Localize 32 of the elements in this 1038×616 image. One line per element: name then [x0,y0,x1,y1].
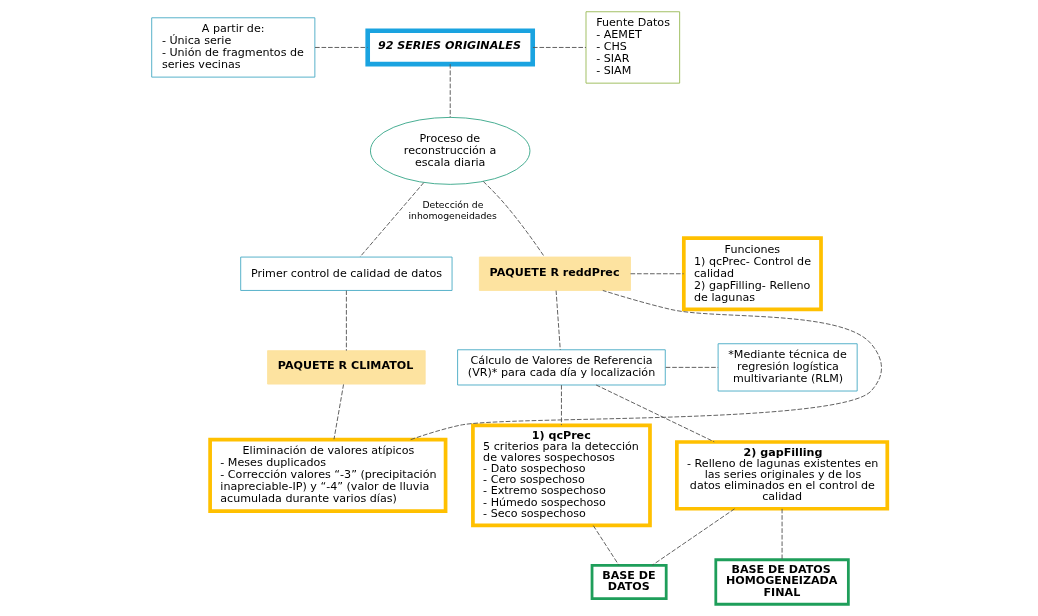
connector [449,63,451,118]
node-box: PAQUETE R CLIMATOL [266,350,426,385]
connector [359,182,424,258]
node-box: A partir de: - Única serie - Unión de fragmentos de series vecinas [150,17,315,78]
edge-label: Detección de inhomogeneidades [407,199,497,221]
node-box: *Mediante técnica de regresión logística multivariante (RLM) [717,343,858,392]
node-box: 1) qcPrec 5 criterios para la detección de valores sospechosos - Dato sospechoso - Cero sospechoso - Extremo sospechoso - Húmedo sospechoso - Seco sospechoso [470,423,652,528]
connector [409,290,882,441]
connector [592,525,619,566]
connector [629,273,684,275]
node-ellipse: Proceso de reconstrucción a escala diaria [369,116,530,185]
connector [532,47,586,48]
node-box: 92 SERIES ORIGINALES [364,28,535,67]
node-box: 2) gapFilling - Relleno de lagunas existentes en las series originales y de los datos eliminados en el control de calidad [674,440,889,511]
connector [560,384,562,426]
connector [314,47,368,48]
node-box: Eliminación de valores atípicos - Meses duplicados - Corrección valores “-3” (precipitación inapreciable-IP) y “-4” (valor de lluvia acumulada durante varios días) [207,437,447,513]
connector [555,290,561,351]
connector [651,508,735,566]
node-box: Cálculo de Valores de Referencia (VR)* para cada día y localización [456,349,666,386]
node-box: PAQUETE R reddPrec [478,256,631,291]
node-box: Primer control de calidad de datos [239,256,453,291]
connector [781,508,783,560]
connector [595,384,715,443]
node-box: Fuente Datos - AEMET - CHS - SIAR - SIAM [585,11,680,84]
node-box: BASE DE DATOS [590,563,668,601]
node-box: BASE DE DATOS HOMOGENEIZADA FINAL [713,558,850,606]
connector [664,366,719,368]
connector [482,180,545,258]
node-box: Funciones 1) qcPrec- Control de calidad 2) gapFilling- Relleno de lagunas [681,236,823,312]
connector [345,290,347,352]
connector [333,383,344,440]
